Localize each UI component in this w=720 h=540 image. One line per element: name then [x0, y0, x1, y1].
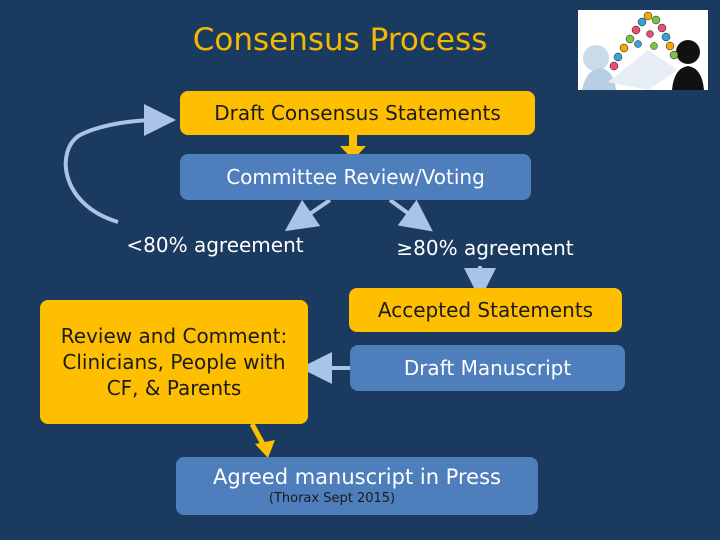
consensus-people-logo-icon	[578, 10, 708, 90]
agreed-manuscript-label: Agreed manuscript in Press	[213, 465, 501, 489]
review-comment-label: Review and Comment: Clinicians, People w…	[60, 324, 288, 400]
review-comment-box: Review and Comment: Clinicians, People w…	[40, 300, 308, 424]
agreed-manuscript-box: Agreed manuscript in Press (Thorax Sept …	[176, 457, 538, 515]
accepted-statements-label: Accepted Statements	[377, 298, 594, 322]
draft-manuscript-label: Draft Manuscript	[403, 356, 572, 380]
page-title: Consensus Process	[192, 22, 488, 58]
arrow-draft-to-committee-head	[340, 146, 366, 160]
arrow-to-below-threshold	[284, 198, 332, 232]
arrow-to-above-threshold	[388, 198, 433, 232]
draft-statements-box: Draft Consensus Statements	[180, 91, 535, 135]
accepted-statements-box: Accepted Statements	[349, 288, 622, 332]
draft-manuscript-box: Draft Manuscript	[350, 345, 625, 391]
arrow-draft-to-committee-shaft	[349, 134, 357, 148]
below-threshold-label: <80% agreement	[126, 233, 304, 257]
arrow-review-to-press-head	[255, 440, 275, 458]
committee-review-box: Committee Review/Voting	[180, 154, 531, 200]
loop-back-arrow	[63, 104, 176, 224]
committee-review-label: Committee Review/Voting	[226, 165, 485, 189]
arrow-review-to-press	[249, 422, 267, 448]
above-threshold-label: ≥80% agreement	[396, 236, 574, 260]
draft-statements-label: Draft Consensus Statements	[214, 101, 501, 125]
agreed-manuscript-note: (Thorax Sept 2015)	[268, 491, 396, 506]
